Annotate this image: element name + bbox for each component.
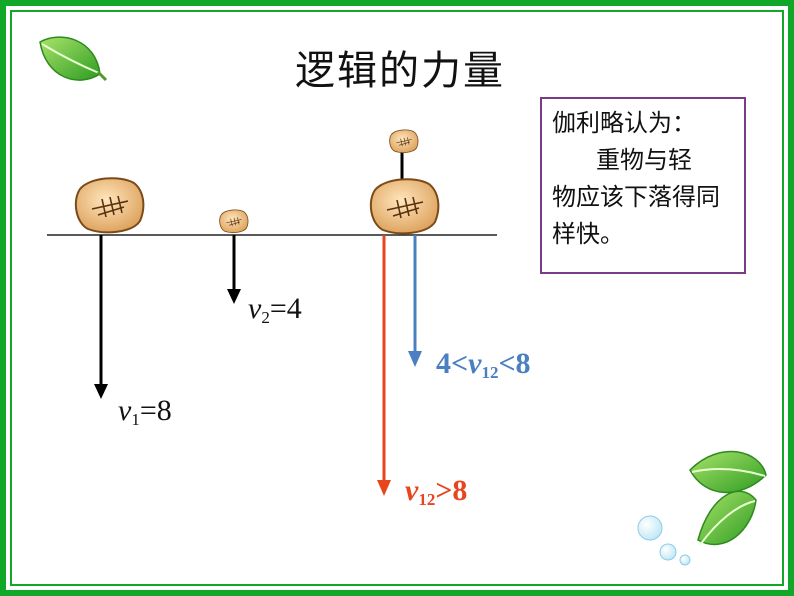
label-v2: v2=4 (248, 292, 302, 327)
arrow-v1 (94, 235, 108, 399)
leaf-decoration-top-left (39, 36, 108, 82)
arrow-v12-between (408, 235, 422, 367)
label-v12-between-pre: 4< (436, 347, 469, 380)
label-v12-greater-sub: 12 (418, 490, 436, 509)
heavy-stone-tied (369, 178, 440, 235)
label-v12-between-sub: 12 (481, 363, 499, 382)
note-line-3: 物应该下落得同样快。 (552, 183, 720, 248)
label-v1: v1=8 (118, 394, 172, 429)
label-v12-between-var: v (468, 347, 482, 380)
note-line-2: 重物与轻 (596, 146, 692, 174)
heavy-stone-1 (74, 177, 145, 234)
label-v2-value: =4 (269, 292, 302, 325)
slide-title: 逻辑的力量 (295, 48, 505, 94)
slide-inner-frame (10, 10, 784, 586)
label-v12-between: 4<v12<8 (436, 347, 531, 382)
leaf-decoration-bottom-right (637, 450, 767, 566)
label-v1-value: =8 (139, 394, 172, 427)
light-stone-tied (389, 129, 419, 154)
note-line-1: 伽利略认为： (552, 109, 696, 137)
label-v2-sub: 2 (261, 308, 270, 327)
arrow-v2 (227, 235, 241, 304)
label-v12-greater: v12>8 (405, 474, 468, 509)
label-v2-var: v (248, 292, 262, 325)
label-v1-var: v (118, 394, 132, 427)
label-v1-sub: 1 (131, 410, 140, 429)
label-v12-between-value: <8 (498, 347, 531, 380)
label-v12-greater-value: >8 (435, 474, 468, 507)
galileo-note-box: 伽利略认为： 重物与轻 物应该下落得同样快。 (540, 97, 746, 274)
arrow-v12-greater (377, 235, 391, 496)
light-stone-2 (219, 209, 249, 234)
label-v12-greater-var: v (405, 474, 419, 507)
